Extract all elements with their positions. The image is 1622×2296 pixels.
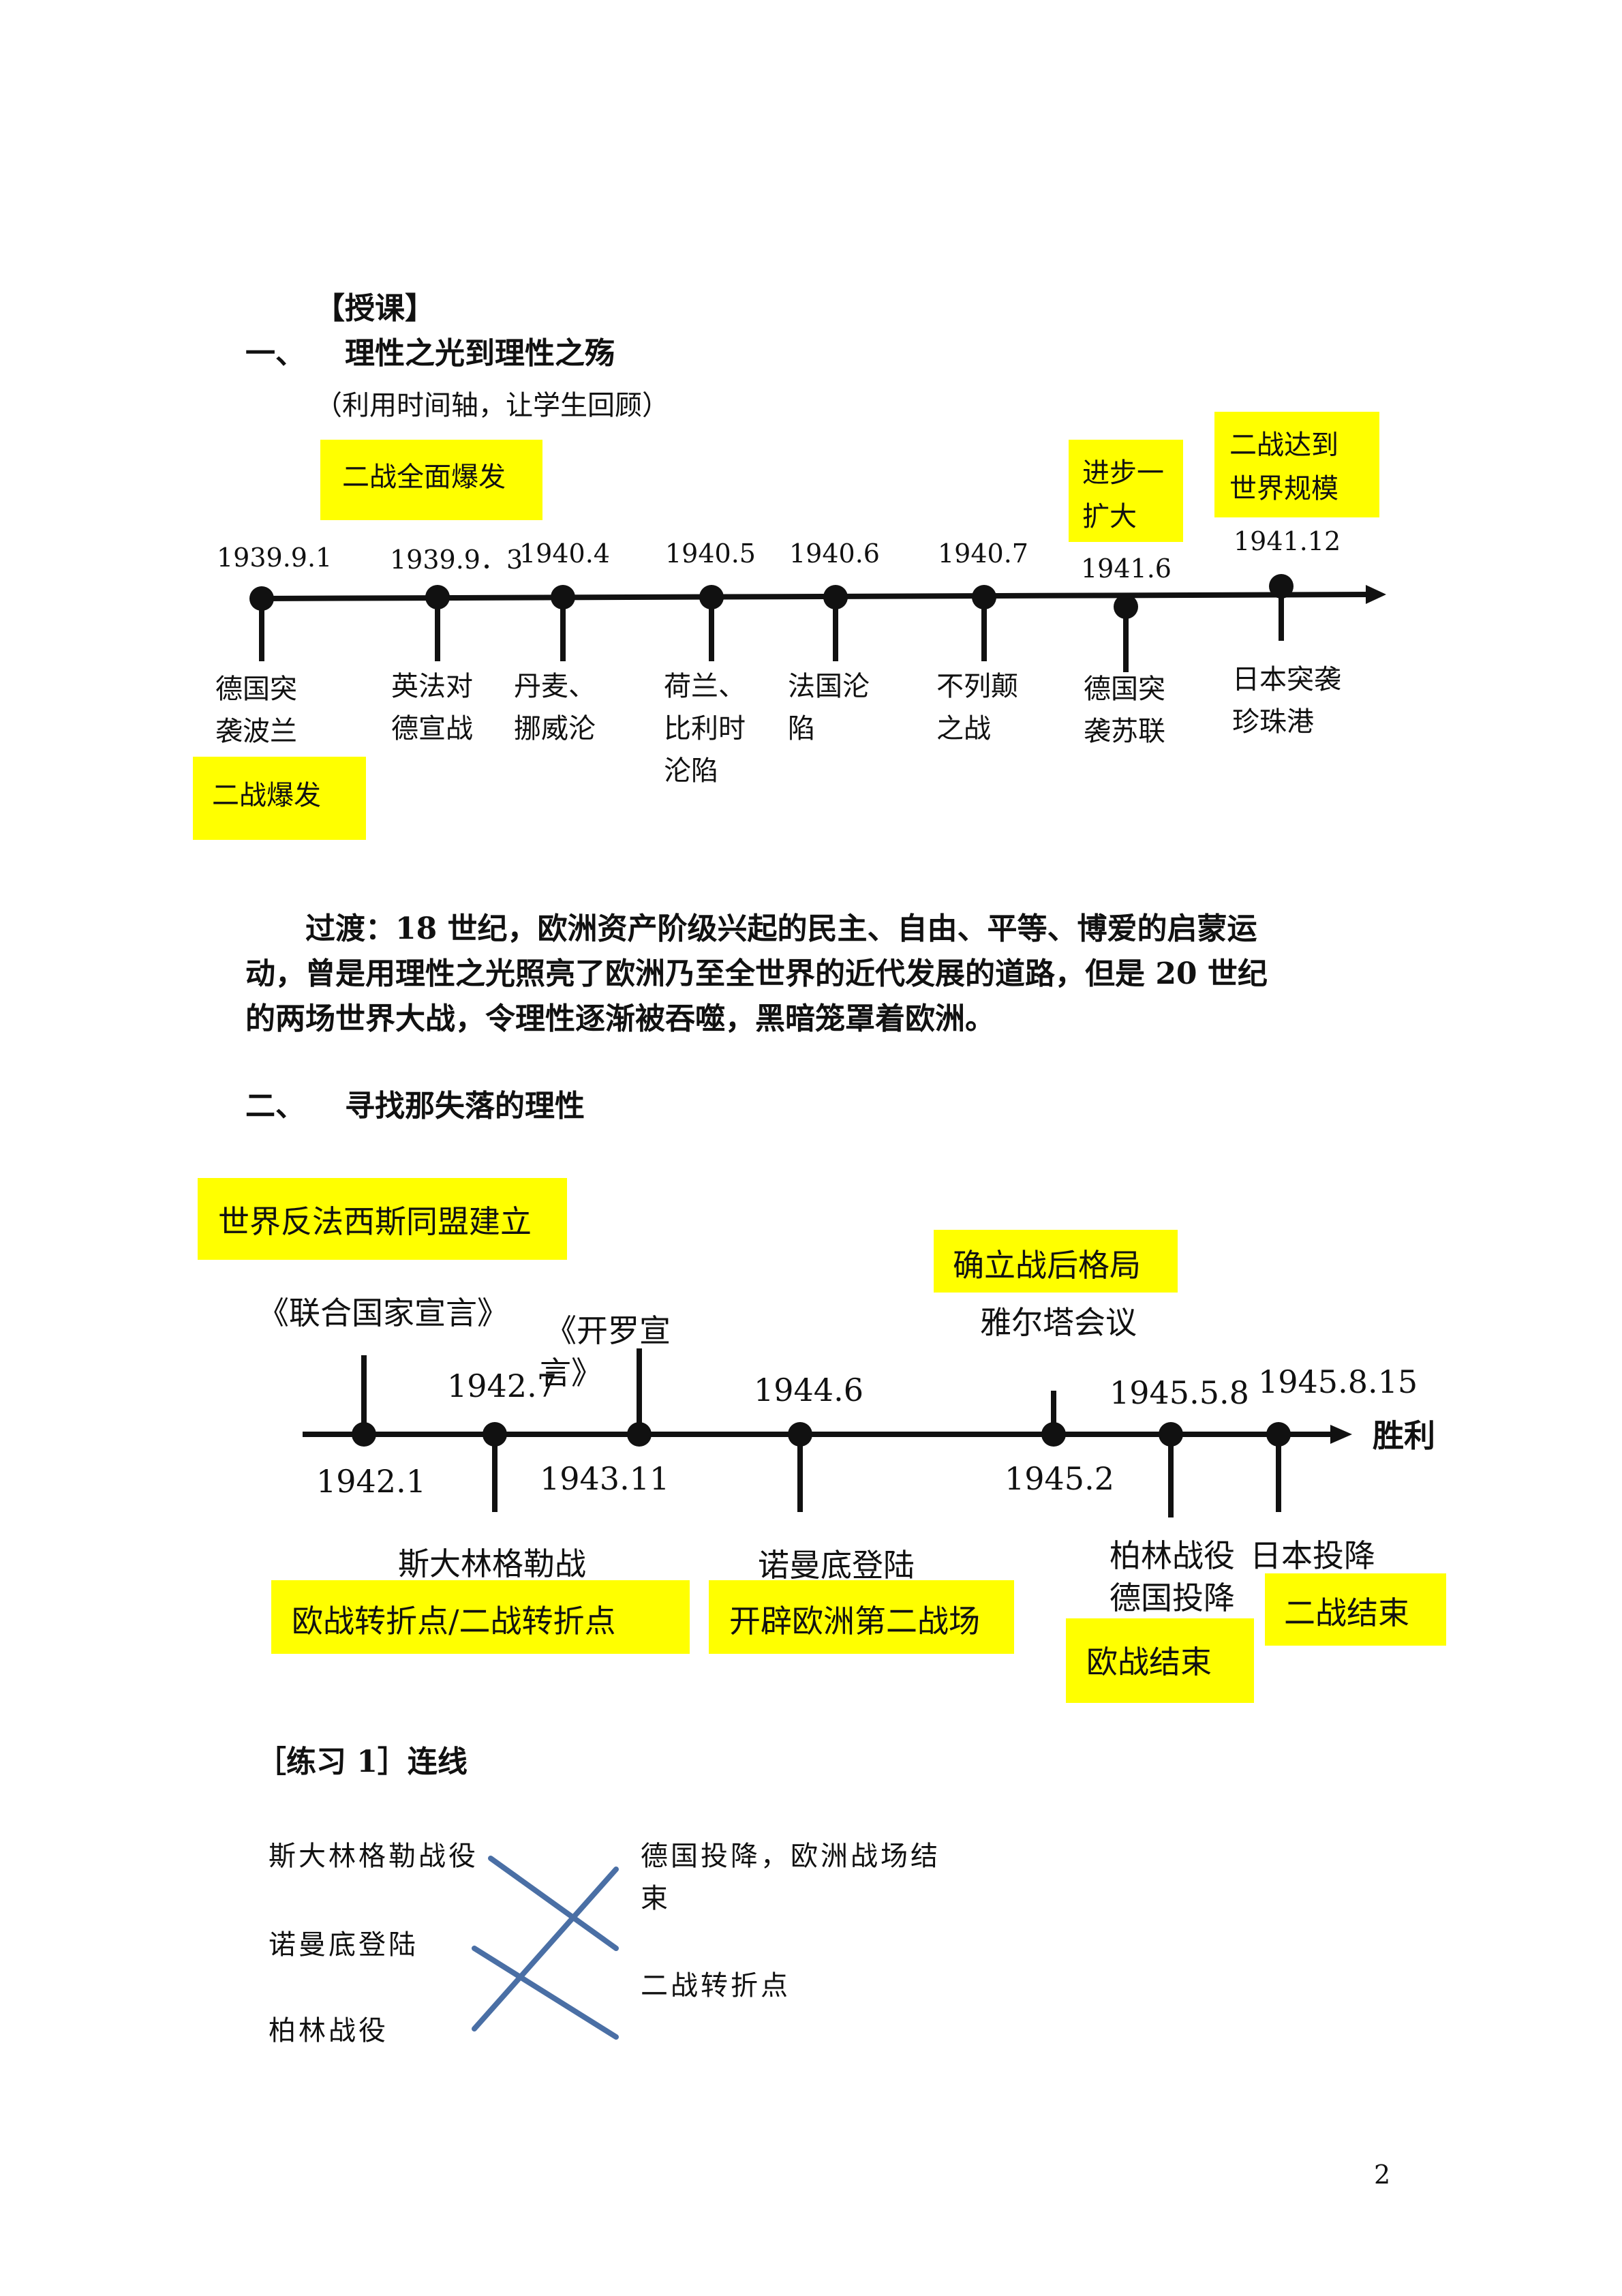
exercise-left-3: 柏林战役 [269, 2015, 388, 2046]
timeline-2-arrowhead [1330, 1425, 1352, 1444]
section-heading: 【授课】 [315, 291, 435, 326]
box-alliance: 世界反法西斯同盟建立 [198, 1178, 567, 1260]
t2-date-1943-11: 1943.11 [540, 1460, 670, 1497]
t2-date-1944-6: 1944.6 [754, 1372, 863, 1408]
box-full-outbreak: 二战全面爆发 [320, 440, 542, 520]
t1-event-britain: 不列颠之战 [936, 671, 1018, 744]
t1-date-1940-6: 1940.6 [789, 539, 880, 569]
timeline-1 [249, 574, 1386, 672]
dot-1941-12 [1269, 574, 1294, 599]
t1-event-poland: 德国突袭波兰 [215, 674, 297, 747]
t2-label-yalta: 雅尔塔会议 [980, 1304, 1137, 1341]
t2-label-normandy: 诺曼底登陆 [758, 1547, 915, 1584]
t1-date-1941-6: 1941.6 [1081, 554, 1172, 584]
dot-1944-6 [788, 1422, 812, 1447]
t2-date-1945-2: 1945.2 [1005, 1460, 1114, 1497]
dot-1942-1 [352, 1422, 376, 1447]
exercise-right-2: 二战转折点 [641, 1970, 791, 2002]
box-world-scale: 二战达到 世界规模 [1214, 412, 1379, 517]
t1-date-1940-4: 1940.4 [519, 539, 610, 569]
box-postwar-order: 确立战后格局 [934, 1230, 1178, 1293]
dot-1939-9-1 [249, 586, 274, 611]
exercise-left-2: 诺曼底登陆 [269, 1929, 418, 1961]
connector-stalingrad-turning-point [488, 1856, 619, 1951]
t2-victory-label: 胜利 [1373, 1417, 1435, 1454]
page-number: 2 [1374, 2160, 1391, 2190]
t1-event-pearl-harbor: 日本突袭珍珠港 [1232, 664, 1341, 738]
t1-date-1939-9-1: 1939.9.1 [217, 543, 333, 573]
t1-date-1940-5: 1940.5 [665, 539, 756, 569]
t1-event-ussr: 德国突袭苏联 [1084, 674, 1165, 747]
connector-berlin-surrender [472, 1946, 619, 2040]
t2-date-1945-5-8: 1945.5.8 [1110, 1374, 1249, 1411]
t2-date-1942-1: 1942.1 [316, 1463, 426, 1500]
timeline-2 [303, 1348, 1352, 1517]
dot-1945-5-8 [1159, 1422, 1183, 1447]
connector-normandy [472, 1867, 619, 2031]
exercise-right-1-cont: 束 [641, 1883, 668, 1914]
box-war-end: 二战结束 [1265, 1573, 1446, 1646]
t1-event-declare-war: 英法对德宣战 [391, 671, 473, 744]
t2-date-1945-8-15: 1945.8.15 [1258, 1363, 1418, 1400]
t1-date-1941-12: 1941.12 [1234, 526, 1341, 556]
box-europe-war-end: 欧战结束 [1066, 1618, 1254, 1703]
transition-paragraph: 过渡：18 世纪，欧洲资产阶级兴起的民主、自由、平等、博爱的启蒙运 动，曾是用理… [245, 911, 1268, 1036]
part1-title: 理性之光到理性之殇 [345, 336, 615, 371]
t1-event-netherlands-belgium: 荷兰、比利时沦陷 [664, 671, 746, 787]
t2-label-cairo-2: 言》 [540, 1355, 602, 1391]
dot-1945-2 [1041, 1422, 1066, 1447]
dot-1940-4 [551, 585, 575, 609]
dot-1945-8-15 [1266, 1422, 1291, 1447]
t1-date-1939-9-3: 1939.9．3 [390, 545, 523, 575]
timeline-1-arrowhead [1366, 585, 1386, 604]
box-second-front: 开辟欧洲第二战场 [709, 1580, 1014, 1654]
part2-number: 二、 [245, 1089, 305, 1123]
dot-1940-7 [972, 585, 996, 609]
dot-1939-9-3 [425, 585, 450, 609]
t1-date-1940-7: 1940.7 [938, 539, 1028, 569]
t2-label-stalingrad: 斯大林格勒战 [398, 1545, 586, 1582]
dot-1942-7 [483, 1422, 507, 1447]
t1-event-france: 法国沦陷 [788, 671, 870, 744]
exercise-right-1: 德国投降，欧洲战场结 [641, 1841, 940, 1872]
box-outbreak: 二战爆发 [193, 757, 366, 840]
t2-date-1942-7: 1942.7 [447, 1368, 557, 1404]
dot-1943-11 [627, 1422, 652, 1447]
part2-title: 寻找那失落的理性 [345, 1089, 585, 1123]
t2-label-cairo-1: 《开罗宣 [545, 1312, 671, 1349]
box-turning-point: 欧战转折点/二战转折点 [271, 1580, 690, 1654]
t1-event-denmark-norway: 丹麦、挪威沦 [514, 671, 596, 744]
dot-1941-6 [1114, 594, 1138, 619]
exercise-left-1: 斯大林格勒战役 [269, 1841, 478, 1872]
t2-label-un-declaration: 《联合国家宣言》 [258, 1295, 508, 1331]
t2-label-japan-surrender: 日本投降 [1250, 1537, 1375, 1574]
dot-1940-6 [823, 585, 848, 609]
t2-label-berlin-battle: 柏林战役 [1110, 1537, 1235, 1574]
part1-note: （利用时间轴，让学生回顾） [315, 390, 669, 421]
dot-1940-5 [699, 585, 724, 609]
exercise-title: ［练习 1］连线 [256, 1744, 468, 1779]
part1-number: 一、 [245, 336, 305, 371]
box-expand: 进步一 扩大 [1069, 440, 1183, 542]
exercise-connectors [472, 1856, 619, 2040]
t2-label-germany-surrender: 德国投降 [1110, 1580, 1235, 1616]
